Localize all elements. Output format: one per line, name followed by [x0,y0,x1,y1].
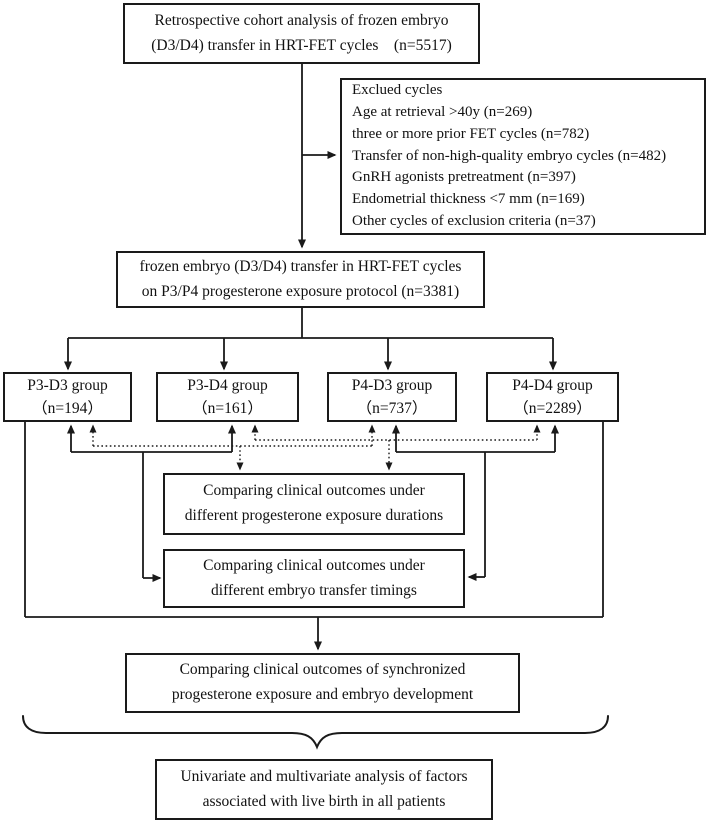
top-cohort-line1: Retrospective cohort analysis of frozen … [154,11,449,29]
group-box-p3-d3: P3-D3 group （n=194） [3,372,132,422]
top-cohort-box: Retrospective cohort analysis of frozen … [123,3,480,64]
synchronized-line2: progesterone exposure and embryo develop… [171,686,474,703]
group-p4-d4-name: P4-D4 group [512,376,593,394]
excluded-title: Exclued cycles [352,82,443,99]
group-box-p4-d3: P4-D3 group （n=737） [327,372,457,422]
excluded-item-4: GnRH agonists pretreatment (n=397) [352,169,576,186]
curly-brace [22,715,609,750]
group-box-p3-d4: P3-D4 group （n=161） [156,372,299,422]
timings-comparison-box: Comparing clinical outcomes under differ… [163,549,465,608]
final-analysis-box: Univariate and multivariate analysis of … [155,759,493,820]
group-p3-d3-n: （n=194） [32,400,103,417]
durations-comparison-box: Comparing clinical outcomes under differ… [163,473,465,535]
group-p3-d4-name: P3-D4 group [187,376,268,394]
protocol-cohort-box: frozen embryo (D3/D4) transfer in HRT-FE… [116,251,485,308]
excluded-item-1: Age at retrieval >40y (n=269) [352,104,533,121]
excluded-cycles-box: Exclued cycles Age at retrieval >40y (n=… [340,78,706,235]
group-p4-d3-n: （n=737） [356,400,428,417]
durations-line2: different progesterone exposure duration… [184,507,444,524]
synchronized-line1: Comparing clinical outcomes of synchroni… [179,661,466,679]
timings-line2: different embryo transfer timings [211,581,417,599]
final-line1: Univariate and multivariate analysis of … [180,767,468,785]
top-cohort-line2: (D3/D4) transfer in HRT-FET cycles (n=55… [151,36,452,54]
group-box-p4-d4: P4-D4 group （n=2289） [486,372,619,422]
final-line2: associated with live birth in all patien… [202,792,446,810]
solid-arrows [24,64,604,651]
group-p4-d3-name: P4-D3 group [351,376,433,394]
group-p4-d4-n: （n=2289） [513,400,592,417]
group-p3-d4-n: （n=161） [192,400,263,417]
dotted-arrows [89,424,541,471]
excluded-item-6: Other cycles of exclusion criteria (n=37… [352,213,596,229]
excluded-item-3: Transfer of non-high-quality embryo cycl… [352,147,667,164]
excluded-item-2: three or more prior FET cycles (n=782) [352,125,590,142]
protocol-line2: on P3/P4 progesterone exposure protocol … [141,282,460,300]
excluded-item-5: Endometrial thickness <7 mm (n=169) [352,191,585,208]
synchronized-comparison-box: Comparing clinical outcomes of synchroni… [125,653,520,713]
group-p3-d3-name: P3-D3 group [27,376,108,394]
timings-line1: Comparing clinical outcomes under [203,556,425,574]
protocol-line1: frozen embryo (D3/D4) transfer in HRT-FE… [139,257,462,275]
durations-line1: Comparing clinical outcomes under [203,482,425,500]
